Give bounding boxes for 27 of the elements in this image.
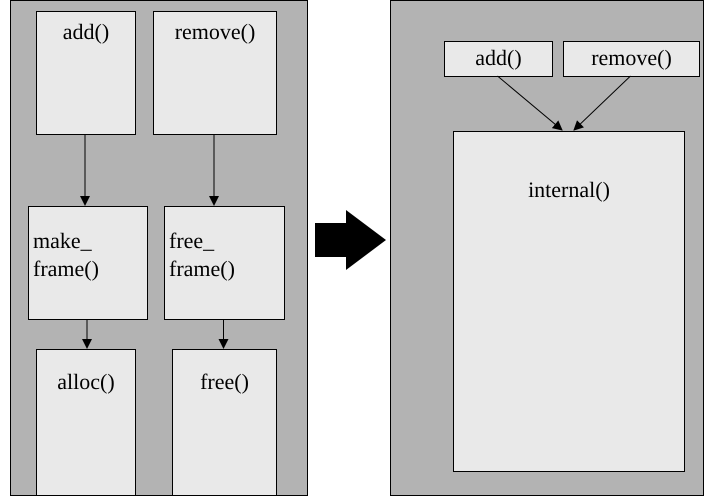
function-box [172,349,277,496]
arrow [82,318,92,349]
function-box [453,131,685,472]
function-label: add() [62,18,110,46]
function-box [164,206,285,320]
function-box [153,11,277,135]
block-arrow [315,210,386,270]
function-box [36,11,136,135]
module-panel [10,0,308,496]
function-box [563,41,700,77]
function-label: remove() [591,44,672,72]
function-box [36,349,136,496]
function-label: remove() [174,18,256,46]
function-label: add() [475,44,522,72]
module-panel [390,0,704,496]
function-label: make_ frame() [33,227,100,282]
arrow [573,76,631,131]
function-label: free() [200,368,249,396]
function-box [28,206,148,320]
arrow [209,134,219,206]
function-label: internal() [528,176,610,204]
arrow [497,76,563,131]
function-box [444,41,553,77]
arrow [80,134,90,206]
function-label: alloc() [57,368,115,396]
function-label: free_ frame() [169,227,236,282]
arrow [218,318,228,349]
